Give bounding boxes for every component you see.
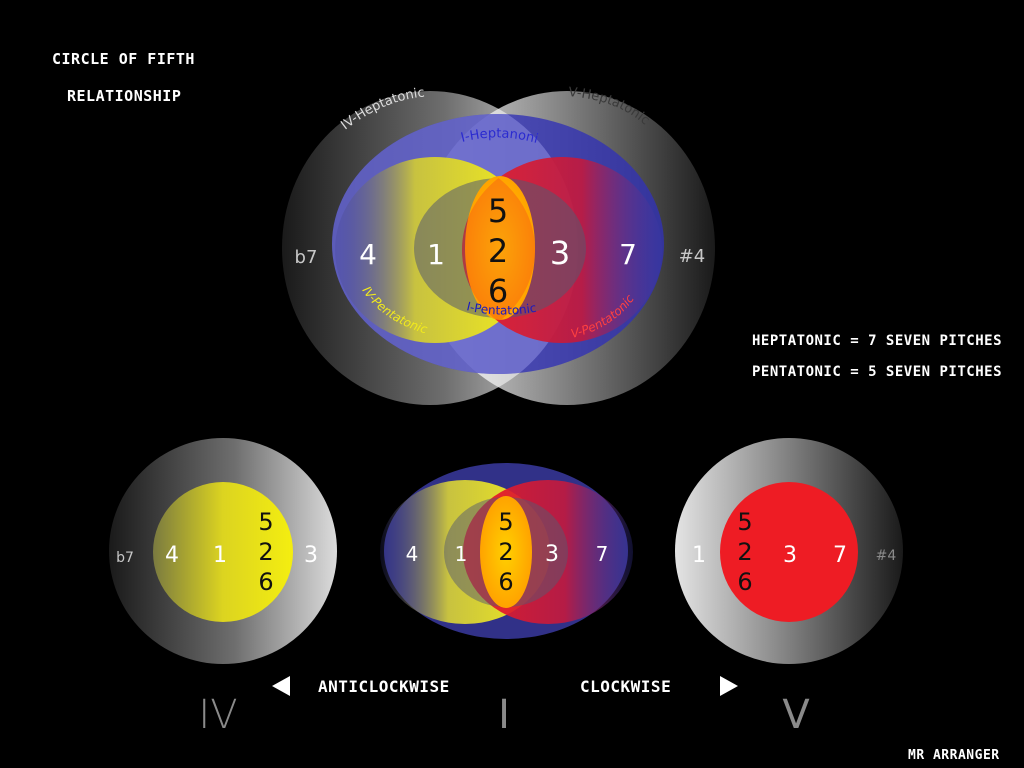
title-line-2: RELATIONSHIP [67,87,182,105]
v-venn: 1 5 2 6 3 7 #4 [675,438,903,664]
iv-note-1: 1 [213,543,227,568]
legend-pentatonic: PENTATONIC = 5 SEVEN PITCHES [752,364,1003,380]
title-line-1: CIRCLE OF FIFTH [52,50,195,68]
iv-note-5: 5 [258,508,273,536]
numeral-iv: IV [198,692,237,738]
v-note-3: 3 [783,543,797,568]
i-note-2: 2 [498,538,513,566]
i-note-5: 5 [498,508,513,536]
legend-heptatonic: HEPTATONIC = 7 SEVEN PITCHES [752,333,1003,349]
v-inner-circle [720,482,858,622]
svg-text:I-Pentatonic: I-Pentatonic [465,299,537,317]
credit: MR ARRANGER [908,748,1000,763]
i-note-3: 3 [545,542,559,567]
v-note-1: 1 [692,543,706,568]
note-5: 5 [488,192,508,230]
i-note-7: 7 [596,542,609,566]
v-note-7: 7 [833,543,847,568]
i-core-overlap [480,496,532,608]
clockwise-label[interactable]: CLOCKWISE [580,677,672,696]
anticlockwise-arrow-icon[interactable] [272,676,290,696]
iv-inner-circle [153,482,293,622]
main-venn: IV-Heptatonic V-Heptatonic I-Heptanonic … [0,0,715,405]
v-note-sharp4: #4 [876,548,897,564]
i-note-6: 6 [498,568,513,596]
note-b7: b7 [295,247,318,268]
iv-note-2: 2 [258,538,273,566]
iv-note-b7: b7 [116,550,134,566]
v-note-5: 5 [737,508,752,536]
i-note-1: 1 [455,542,468,566]
note-3: 3 [550,234,570,272]
v-note-2: 2 [737,538,752,566]
numeral-i: I [498,692,510,738]
note-6: 6 [488,272,508,310]
v-note-6: 6 [737,568,752,596]
clockwise-arrow-icon[interactable] [720,676,738,696]
note-7: 7 [619,238,637,271]
i-venn: 4 1 5 2 6 3 7 [380,463,633,639]
iv-venn: b7 4 1 5 2 6 3 [109,438,337,664]
iv-note-6: 6 [258,568,273,596]
iv-note-4: 4 [165,543,179,568]
note-4: 4 [359,238,377,271]
i-note-4: 4 [406,542,419,566]
i-pentatonic-label: I-Pentatonic [465,299,537,317]
note-2: 2 [488,232,508,270]
iv-note-3: 3 [304,543,318,568]
numeral-v: V [782,692,810,738]
core-overlap [465,176,535,320]
note-sharp4: #4 [679,246,706,267]
note-1: 1 [427,238,445,271]
anticlockwise-label[interactable]: ANTICLOCKWISE [318,677,450,696]
